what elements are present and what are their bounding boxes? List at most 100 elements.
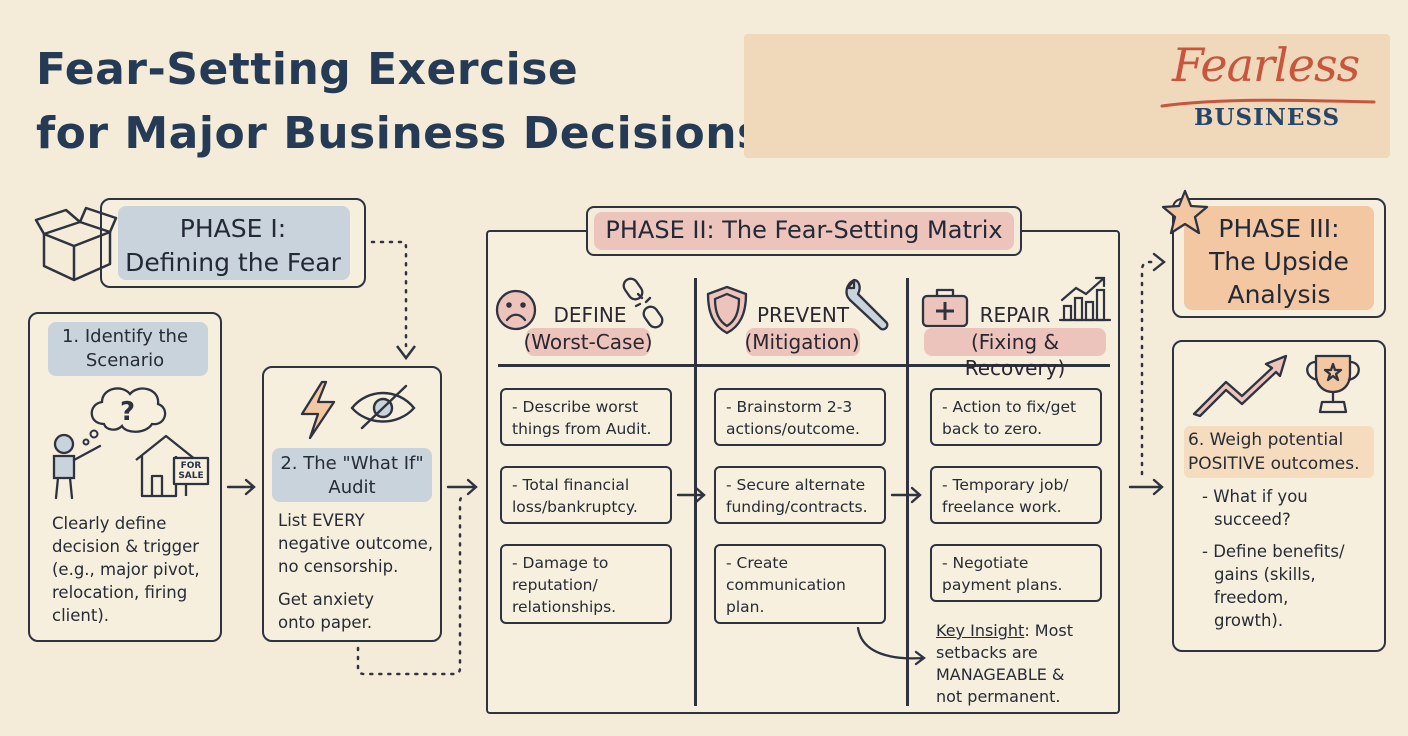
repair-cell-2: - Temporary job/ freelance work.	[930, 466, 1102, 524]
arrow-step1-to-step2	[226, 478, 256, 496]
logo-script: Fearless	[1172, 38, 1360, 92]
step1-title-line1: 1. Identify the	[61, 326, 189, 347]
prevent-cell-3-line1: - Create	[726, 554, 789, 572]
step6-bullet2-line2: gains (skills,	[1214, 565, 1316, 584]
person-icon	[52, 433, 102, 500]
step2-title-line1: 2. The "What If"	[280, 453, 424, 474]
logo-banner	[744, 34, 1390, 158]
repair-subtitle: (Fixing & Recovery)	[964, 330, 1066, 380]
define-cell-3-line3: relationships.	[512, 598, 617, 616]
sale-sign-line1: FOR	[180, 461, 202, 471]
define-cell-3: - Damage to reputation/ relationships.	[500, 544, 672, 624]
prevent-subtitle: (Mitigation)	[744, 330, 860, 354]
define-cell-2: - Total financial loss/bankruptcy.	[500, 466, 672, 524]
key-insight-line3: MANAGEABLE &	[936, 665, 1065, 684]
matrix-header-rule	[498, 364, 1110, 367]
step6-bullet2-line4: growth).	[1214, 611, 1284, 630]
title-line-1: Fear-Setting Exercise	[36, 44, 579, 95]
house-for-sale-icon	[135, 434, 210, 498]
phase3-header-line2: The Upside	[1209, 247, 1349, 276]
prevent-cell-1-line2: actions/outcome.	[726, 420, 860, 438]
svg-text:?: ?	[120, 397, 135, 427]
step6-bullet2-line1: - Define benefits/	[1202, 542, 1345, 561]
define-title: DEFINE	[553, 303, 627, 327]
step1-title-line2: Scenario	[85, 350, 165, 371]
prevent-cell-3-line3: plan.	[726, 598, 765, 616]
arrow-to-insight	[856, 626, 926, 666]
phase3-header-highlight	[1184, 206, 1374, 310]
key-insight-label: Key Insight	[936, 621, 1025, 640]
arrow-define-to-prevent	[676, 486, 706, 504]
repair-cell-1-line1: - Action to fix/get	[942, 398, 1077, 416]
step6-title-line1: 6. Weigh potential	[1188, 430, 1344, 450]
logo-sub: BUSINESS	[1194, 104, 1341, 131]
step6-title-line2: POSITIVE outcomes.	[1188, 454, 1360, 474]
define-subtitle: (Worst-Case)	[523, 330, 653, 354]
define-cell-1: - Describe worst things from Audit.	[500, 388, 672, 446]
key-insight-line1: Key Insight: Most	[936, 620, 1106, 642]
step1-body-line5: client).	[52, 606, 110, 625]
repair-cell-3: - Negotiate payment plans.	[930, 544, 1102, 602]
step1-body-line4: relocation, firing	[52, 583, 188, 602]
matrix-divider-1	[694, 278, 697, 706]
step6-bullet2-line3: freedom,	[1214, 588, 1289, 607]
define-cell-3-line2: reputation/	[512, 576, 598, 594]
box-icon	[34, 206, 118, 282]
prevent-title: PREVENT	[756, 303, 850, 327]
title-line-2: for Major Business Decisions	[36, 108, 764, 159]
repair-cell-3-line2: payment plans.	[942, 576, 1063, 594]
wrench-icon	[845, 278, 889, 331]
prevent-cell-2-line2: funding/contracts.	[726, 498, 868, 516]
key-insight-line4: not permanent.	[936, 687, 1061, 706]
step6-card	[1172, 340, 1386, 652]
define-cell-3-line1: - Damage to	[512, 554, 609, 572]
star-icon	[1161, 189, 1209, 235]
trophy-icon	[1306, 354, 1360, 414]
arrow-prevent-to-repair	[890, 486, 922, 504]
arrow-step2-to-matrix	[446, 478, 478, 496]
step2-title-highlight	[272, 448, 432, 502]
step2-card	[262, 366, 442, 642]
phase2-header: PHASE II: The Fear-Setting Matrix	[605, 216, 1003, 244]
define-cell-2-line2: loss/bankruptcy.	[512, 498, 638, 516]
step6-bullet1-line2: succeed?	[1214, 510, 1291, 529]
broken-chain-icon	[622, 277, 664, 329]
define-cell-1-line2: things from Audit.	[512, 420, 652, 438]
repair-title: REPAIR	[979, 303, 1051, 327]
bar-chart-growth-icon	[1058, 276, 1112, 322]
define-subtitle-highlight	[526, 328, 650, 356]
shield-icon	[706, 285, 748, 335]
matrix-divider-2	[906, 278, 909, 706]
sad-face-icon	[495, 289, 537, 331]
prevent-cell-3: - Create communication plan.	[714, 544, 886, 624]
step2-body2-line2: onto paper.	[278, 613, 373, 632]
dotted-connector-1	[370, 240, 416, 361]
step2-title-line2: Audit	[328, 477, 376, 498]
lightning-icon	[300, 380, 336, 440]
prevent-cell-3-line2: communication	[726, 576, 846, 594]
step6-title-highlight	[1184, 426, 1374, 478]
step1-title-highlight	[48, 322, 208, 376]
eye-slash-icon	[350, 384, 416, 430]
trend-arrow-icon	[1192, 354, 1288, 418]
step6-bullet1-line1: - What if you	[1202, 487, 1308, 506]
step1-body-line2: decision & trigger	[52, 537, 200, 556]
phase3-header-line3: Analysis	[1227, 280, 1331, 309]
phase1-header-highlight	[118, 206, 350, 280]
key-insight-line2: setbacks are	[936, 643, 1038, 662]
repair-cell-1-line2: back to zero.	[942, 420, 1043, 438]
repair-cell-3-line1: - Negotiate	[942, 554, 1029, 572]
prevent-cell-1: - Brainstorm 2-3 actions/outcome.	[714, 388, 886, 446]
dotted-connector-3	[1140, 252, 1166, 476]
repair-cell-1: - Action to fix/get back to zero.	[930, 388, 1102, 446]
step2-body1-line1: List EVERY	[278, 511, 365, 530]
repair-subtitle-highlight	[924, 328, 1106, 356]
dotted-connector-2	[356, 494, 468, 676]
repair-cell-2-line2: freelance work.	[942, 498, 1062, 516]
prevent-cell-1-line1: - Brainstorm 2-3	[726, 398, 853, 416]
phase1-header-line1: PHASE I:	[179, 214, 287, 243]
step2-body2-line1: Get anxiety	[278, 590, 374, 609]
key-insight-text1: : Most	[1024, 621, 1073, 640]
define-cell-1-line1: - Describe worst	[512, 398, 639, 416]
prevent-cell-2-line1: - Secure alternate	[726, 476, 866, 494]
